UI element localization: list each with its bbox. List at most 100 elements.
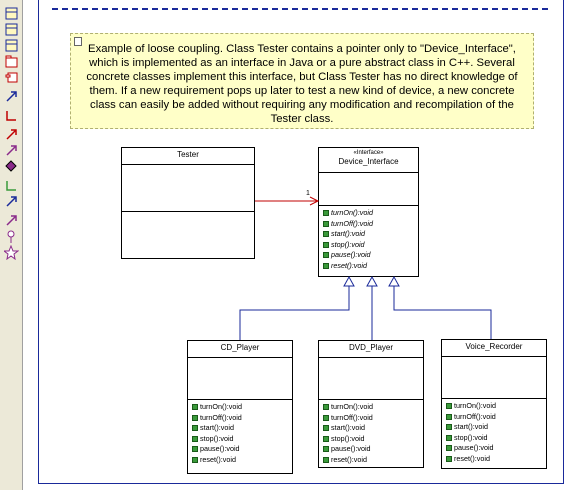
operation-icon — [323, 241, 329, 248]
actor-icon[interactable] — [2, 244, 20, 261]
operation-item[interactable]: pause():void — [319, 444, 423, 455]
class-attributes — [442, 357, 546, 399]
operation-label: stop():void — [200, 433, 234, 443]
operation-label: pause():void — [331, 444, 371, 453]
operation-item[interactable]: reset():void — [319, 455, 423, 466]
operation-label: turnOff():void — [331, 218, 373, 228]
operation-item[interactable]: turnOn():void — [319, 208, 418, 219]
operation-label: turnOff():void — [454, 411, 496, 421]
diagram-frame — [38, 0, 564, 484]
class-attributes — [319, 358, 423, 400]
association-multiplicity: 1 — [306, 190, 310, 197]
operation-icon — [192, 456, 198, 463]
class-name: CD_Player — [188, 341, 292, 358]
interface-icon[interactable] — [4, 22, 19, 37]
operation-icon — [446, 445, 452, 451]
operation-label: pause():void — [200, 444, 240, 453]
operation-item[interactable]: stop():void — [442, 433, 546, 444]
operation-icon — [323, 456, 329, 463]
operation-icon — [323, 231, 329, 237]
class-icon[interactable] — [4, 6, 19, 21]
operation-icon — [323, 414, 329, 421]
operation-item[interactable]: stop():void — [319, 434, 423, 445]
class-name: Device_Interface — [338, 157, 399, 166]
operation-item[interactable]: start():void — [442, 422, 546, 433]
operation-label: reset():void — [200, 454, 236, 464]
operation-label: reset():void — [331, 260, 367, 270]
note-box[interactable]: Example of loose coupling. Class Tester … — [70, 33, 534, 129]
operation-item[interactable]: reset():void — [442, 454, 546, 465]
operation-item[interactable]: start():void — [319, 423, 423, 434]
package-icon[interactable] — [4, 38, 19, 53]
note-link-icon[interactable] — [4, 194, 19, 209]
operation-icon — [192, 404, 198, 410]
operation-icon — [446, 403, 452, 409]
operation-label: turnOn():void — [200, 402, 242, 411]
link-icon[interactable] — [4, 178, 19, 193]
operation-item[interactable]: reset():void — [319, 261, 418, 272]
class-attributes — [319, 173, 418, 206]
class-attributes — [188, 358, 292, 400]
operation-icon — [192, 425, 198, 431]
operation-item[interactable]: pause():void — [442, 443, 546, 454]
operation-icon — [323, 220, 329, 227]
class-tester[interactable]: Tester — [121, 147, 255, 259]
operation-item[interactable]: start():void — [319, 229, 418, 240]
operation-label: start():void — [200, 423, 234, 432]
operation-item[interactable]: turnOff():void — [188, 413, 292, 424]
operation-item[interactable]: turnOff():void — [442, 412, 546, 423]
operation-icon — [446, 424, 452, 430]
operation-icon — [192, 446, 198, 452]
operation-label: turnOff():void — [331, 412, 373, 422]
operation-label: start():void — [331, 423, 365, 432]
operation-label: turnOn():void — [331, 208, 373, 217]
package-divider — [52, 8, 548, 10]
operation-item[interactable]: reset():void — [188, 455, 292, 466]
anchor-icon[interactable] — [4, 213, 19, 228]
operation-icon — [323, 404, 329, 410]
operation-item[interactable]: turnOn():void — [319, 402, 423, 413]
operation-item[interactable]: turnOff():void — [319, 413, 423, 424]
operation-item[interactable]: turnOff():void — [319, 219, 418, 230]
operation-item[interactable]: start():void — [188, 423, 292, 434]
aggregation-icon[interactable] — [4, 143, 19, 158]
operation-icon — [446, 455, 452, 462]
operation-icon — [323, 262, 329, 269]
generalization-icon[interactable] — [4, 108, 19, 123]
operation-item[interactable]: stop():void — [188, 434, 292, 445]
diagram-canvas[interactable]: Example of loose coupling. Class Tester … — [24, 0, 570, 490]
class-attributes — [122, 165, 254, 212]
operation-label: reset():void — [331, 454, 367, 464]
operation-label: stop():void — [331, 433, 365, 443]
operation-icon — [323, 446, 329, 452]
operation-label: turnOff():void — [200, 412, 242, 422]
diagram-toolbar — [0, 0, 23, 490]
component-icon[interactable] — [4, 54, 19, 69]
class-device-interface[interactable]: «Interface» Device_Interface turnOn():vo… — [318, 147, 419, 277]
operation-label: start():void — [331, 229, 365, 238]
operation-label: stop():void — [331, 239, 365, 249]
operation-icon — [323, 425, 329, 431]
operation-item[interactable]: pause():void — [319, 250, 418, 261]
operation-icon — [446, 413, 452, 420]
operation-item[interactable]: pause():void — [188, 444, 292, 455]
operation-label: pause():void — [331, 250, 371, 259]
operation-label: turnOn():void — [331, 402, 373, 411]
operation-item[interactable]: turnOn():void — [188, 402, 292, 413]
operation-item[interactable]: turnOn():void — [442, 401, 546, 412]
operation-item[interactable]: stop():void — [319, 240, 418, 251]
association-icon[interactable] — [4, 70, 19, 85]
operation-label: start():void — [454, 422, 488, 431]
dependency-icon[interactable] — [4, 89, 19, 104]
constraint-icon[interactable] — [4, 229, 19, 244]
operation-icon — [192, 414, 198, 421]
composition-icon[interactable] — [4, 159, 19, 174]
realization-icon[interactable] — [4, 127, 19, 142]
